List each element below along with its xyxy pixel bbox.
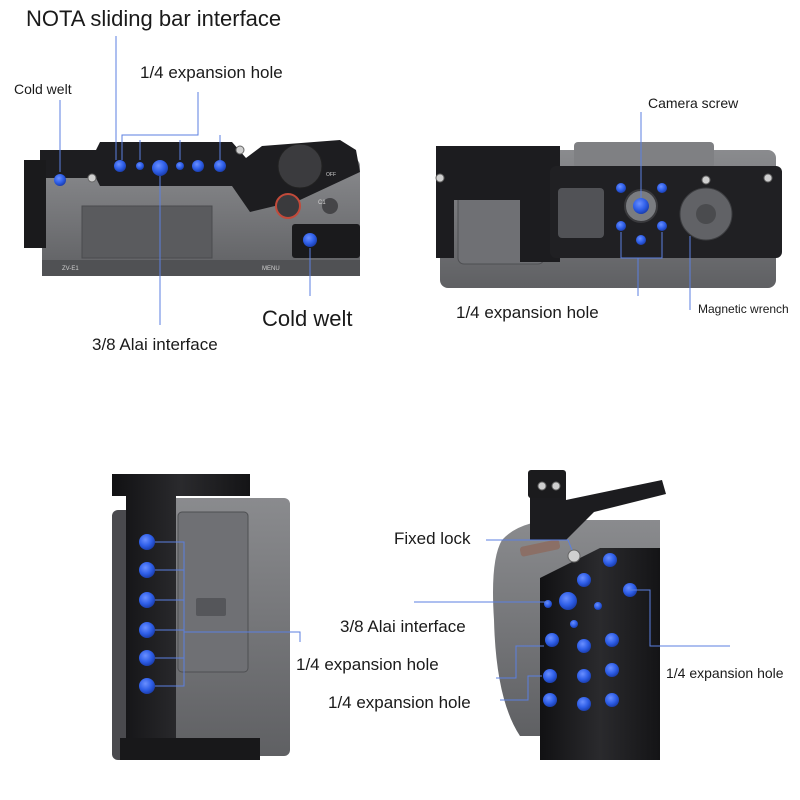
label-alai-interface-side: 3/8 Alai interface xyxy=(340,617,466,636)
expansion-hole xyxy=(577,639,591,653)
camera-screw xyxy=(633,198,649,214)
front-dial xyxy=(322,198,338,214)
callout-lines xyxy=(155,541,301,687)
expansion-hole xyxy=(139,650,155,666)
expansion-hole xyxy=(616,183,626,193)
expansion-hole xyxy=(543,693,557,707)
cage-top-rail xyxy=(24,140,360,246)
callout-lines xyxy=(59,36,311,325)
screw xyxy=(763,173,773,183)
recess xyxy=(558,188,604,238)
shutter-button xyxy=(275,193,301,219)
cage-bottom-plate xyxy=(550,166,782,258)
right-side-panel xyxy=(414,470,730,760)
expansion-hole xyxy=(192,160,204,172)
side-door xyxy=(177,511,249,673)
label-expansion-hole-bottom-view: 1/4 expansion hole xyxy=(456,303,599,322)
label-cold-welt-left: Cold welt xyxy=(14,81,72,97)
expansion-hole xyxy=(139,534,155,550)
left-side-panel xyxy=(112,474,301,760)
cold-shoe-top xyxy=(528,470,566,498)
expansion-hole xyxy=(54,174,66,186)
expansion-hole xyxy=(139,622,155,638)
expansion-hole xyxy=(545,633,559,647)
alai-hole xyxy=(152,160,168,176)
camera-body-strip xyxy=(42,260,360,276)
lcd-area xyxy=(81,205,213,259)
off-text: OFF xyxy=(326,172,336,178)
cage-side-plate xyxy=(540,548,660,760)
screw xyxy=(537,481,547,491)
cage-base-plate xyxy=(436,146,560,262)
expansion-hole xyxy=(303,233,317,247)
expansion-hole xyxy=(657,221,667,231)
callout-lines xyxy=(414,539,730,701)
label-nota-sliding-bar: NOTA sliding bar interface xyxy=(26,6,282,31)
cage-left-side xyxy=(24,160,46,248)
expansion-hole xyxy=(176,162,184,170)
expansion-hole xyxy=(577,669,591,683)
label-expansion-hole-top: 1/4 expansion hole xyxy=(140,63,283,82)
callout-lines xyxy=(620,112,691,310)
expansion-hole xyxy=(577,697,591,711)
screw xyxy=(87,173,97,183)
expansion-hole xyxy=(605,693,619,707)
expansion-hole xyxy=(616,221,626,231)
screw xyxy=(551,481,561,491)
screw xyxy=(435,173,445,183)
expansion-hole xyxy=(544,600,552,608)
top-view-panel: ZV-E1 MENU C1 OFF xyxy=(24,36,360,325)
fixed-lock-lever xyxy=(519,539,561,557)
lens-mount-top xyxy=(574,142,714,168)
expansion-hole xyxy=(543,669,557,683)
expansion-hole xyxy=(139,678,155,694)
label-expansion-hole-left-side: 1/4 expansion hole xyxy=(296,655,439,674)
expansion-hole xyxy=(577,573,591,587)
c1-text: C1 xyxy=(318,200,326,206)
expansion-hole xyxy=(136,162,144,170)
label-expansion-hole-right-side: 1/4 expansion hole xyxy=(666,665,784,681)
expansion-hole xyxy=(114,160,126,172)
label-expansion-hole-right-bottom: 1/4 expansion hole xyxy=(328,693,471,712)
fixed-lock-screw xyxy=(567,549,581,563)
model-text: ZV-E1 xyxy=(62,266,79,272)
cold-shoe-right xyxy=(292,224,360,258)
screw xyxy=(701,175,711,185)
magnetic-wrench-center xyxy=(696,204,716,224)
expansion-hole xyxy=(594,602,602,610)
menu-text: MENU xyxy=(262,266,280,272)
label-camera-screw: Camera screw xyxy=(648,95,739,111)
cage-bottom-foot xyxy=(120,738,260,760)
expansion-hole xyxy=(603,553,617,567)
label-magnetic-wrench: Magnetic wrench xyxy=(698,302,789,316)
expansion-hole xyxy=(605,633,619,647)
screw xyxy=(235,145,245,155)
mode-dial xyxy=(277,143,323,189)
expansion-hole xyxy=(605,663,619,677)
alai-hole xyxy=(559,592,577,610)
label-cold-welt-right: Cold welt xyxy=(262,306,353,331)
expansion-hole xyxy=(636,235,646,245)
expansion-hole xyxy=(657,183,667,193)
expansion-hole xyxy=(570,620,578,628)
bottom-view-panel xyxy=(435,112,782,310)
label-alai-interface-top: 3/8 Alai interface xyxy=(92,335,218,354)
expansion-hole xyxy=(139,592,155,608)
expansion-hole xyxy=(214,160,226,172)
label-fixed-lock: Fixed lock xyxy=(394,529,471,548)
expansion-hole xyxy=(139,562,155,578)
side-port xyxy=(196,598,226,616)
